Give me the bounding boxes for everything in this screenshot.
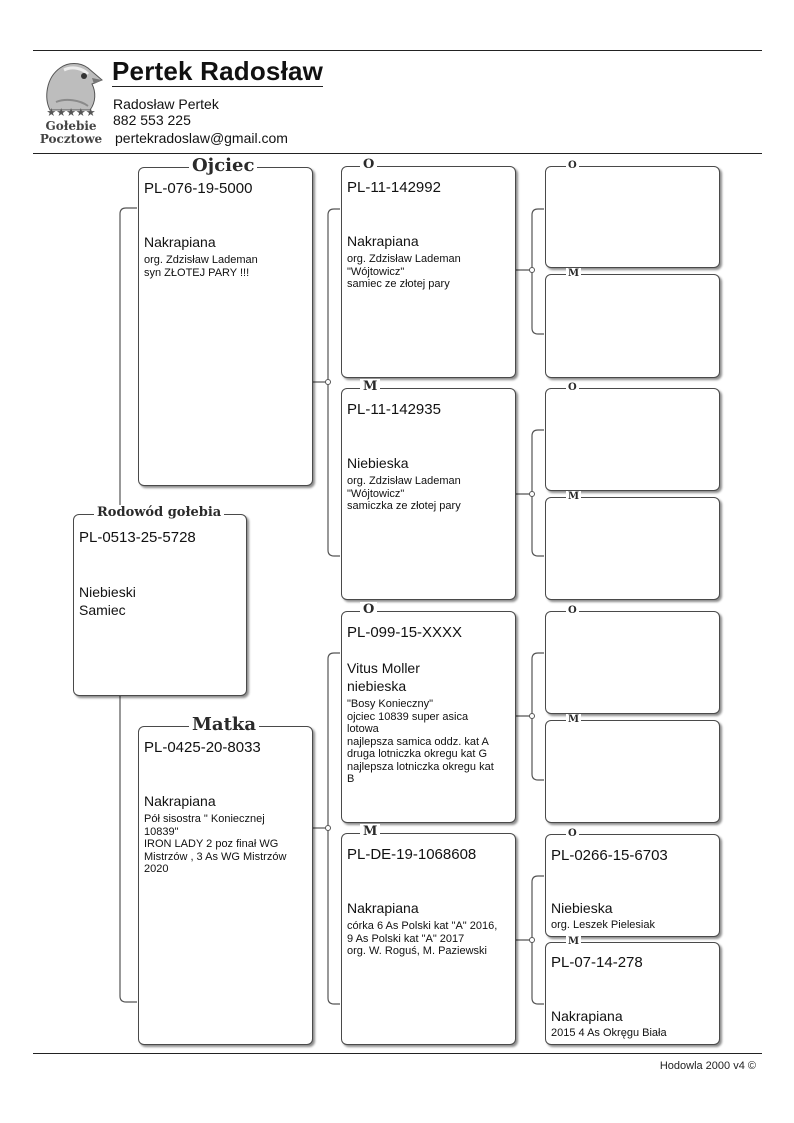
pigeon-head-icon (46, 63, 103, 111)
father-card: Ojciec PL-076-19-5000 Nakrapiana org. Zd… (138, 155, 313, 486)
header-top-rule (33, 50, 762, 51)
great-grandparent-label: M (566, 268, 582, 279)
maternal-grandmother-ring: PL-DE-19-1068608 (347, 846, 477, 863)
great-grandparent-color: Nakrapiana (551, 1008, 623, 1024)
great-grandparent-label: M (566, 714, 582, 725)
maternal-grandfather-label: O (360, 602, 378, 617)
great-grandparent-notes: org. Leszek Pielesiak (551, 919, 655, 931)
great-grandparent-card: O (545, 605, 720, 714)
header-bottom-rule (33, 153, 762, 154)
great-grandparent-color: Niebieska (551, 900, 613, 916)
great-grandparent-card: O (545, 382, 720, 491)
pigeon-ring-number: PL-0513-25-5728 (79, 529, 196, 546)
mother-color: Nakrapiana (144, 793, 216, 809)
paternal-grandmother-label: M (360, 379, 381, 394)
maternal-grandfather-card: O PL-099-15-XXXX Vitus Moller niebieska … (341, 602, 516, 823)
great-grandparent-card: M (545, 714, 720, 823)
great-grandparent-label: O (566, 605, 579, 616)
father-ring-number: PL-076-19-5000 (144, 180, 253, 197)
father-card-label: Ojciec (189, 155, 258, 176)
paternal-grandmother-color: Niebieska (347, 455, 409, 471)
great-grandparent-card: M (545, 491, 720, 600)
great-grandparent-card: M (545, 268, 720, 378)
logo-stars: ★★★★★ (46, 107, 96, 119)
pigeon-color: Niebieski (79, 584, 136, 600)
footer-rule (33, 1053, 762, 1054)
owner-email: pertekradoslaw@gmail.com (115, 130, 288, 146)
great-grandparent-card: O PL-0266-15-6703 Niebieska org. Leszek … (545, 828, 720, 937)
father-notes: org. Zdzisław Lademan syn ZŁOTEJ PARY !!… (144, 254, 258, 279)
mother-ring-number: PL-0425-20-8033 (144, 739, 261, 756)
maternal-grandmother-card: M PL-DE-19-1068608 Nakrapiana córka 6 As… (341, 824, 516, 1045)
maternal-grandmother-label: M (360, 824, 381, 839)
maternal-grandfather-color: Vitus Moller (347, 660, 420, 676)
pigeon-card: Rodowód gołebia PL-0513-25-5728 Niebiesk… (73, 505, 247, 696)
great-grandparent-ring: PL-0266-15-6703 (551, 847, 668, 864)
maternal-grandmother-notes: córka 6 As Polski kat "A" 2016, 9 As Pol… (347, 920, 498, 957)
paternal-grandfather-color: Nakrapiana (347, 233, 419, 249)
great-grandparent-label: O (566, 382, 579, 393)
logo-text-line2: Pocztowe (39, 132, 103, 146)
great-grandparent-label: O (566, 828, 579, 839)
great-grandparent-label: O (566, 160, 579, 171)
paternal-grandmother-ring: PL-11-142935 (347, 401, 441, 418)
pigeon-card-label: Rodowód gołebia (94, 505, 225, 520)
great-grandparent-label: M (566, 936, 582, 947)
owner-phone: 882 553 225 (113, 112, 191, 128)
paternal-grandfather-label: O (360, 157, 378, 172)
logo-text-line1: Gołebie (45, 119, 97, 133)
paternal-grandfather-ring: PL-11-142992 (347, 179, 441, 196)
great-grandparent-label: M (566, 491, 582, 502)
great-grandparent-notes: 2015 4 As Okręgu Biała (551, 1027, 667, 1039)
pigeon-logo: ★★★★★ Gołebie Pocztowe (36, 58, 106, 146)
maternal-grandmother-color: Nakrapiana (347, 900, 419, 916)
owner-title: Pertek Radosław (112, 56, 324, 87)
mother-notes: Pół sisostra " Koniecznej 10839" IRON LA… (144, 813, 287, 875)
maternal-grandfather-color2: niebieska (347, 678, 407, 694)
maternal-grandfather-notes: "Bosy Konieczny" ojciec 10839 super asic… (347, 698, 494, 785)
great-grandparent-card: M PL-07-14-278 Nakrapiana 2015 4 As Okrę… (545, 936, 720, 1045)
mother-card-label: Matka (189, 714, 260, 735)
paternal-grandmother-card: M PL-11-142935 Niebieska org. Zdzisław L… (341, 379, 516, 600)
great-grandparent-ring: PL-07-14-278 (551, 954, 643, 971)
paternal-grandfather-notes: org. Zdzisław Lademan "Wójtowicz" samiec… (347, 253, 461, 290)
mother-card: Matka PL-0425-20-8033 Nakrapiana Pół sis… (138, 714, 313, 1045)
great-grandparent-card: O (545, 160, 720, 268)
father-color: Nakrapiana (144, 234, 216, 250)
paternal-grandfather-card: O PL-11-142992 Nakrapiana org. Zdzisław … (341, 157, 516, 378)
maternal-grandfather-ring: PL-099-15-XXXX (347, 624, 463, 641)
pigeon-sex: Samiec (79, 602, 126, 618)
paternal-grandmother-notes: org. Zdzisław Lademan "Wójtowicz" samicz… (347, 475, 461, 512)
footer-credit: Hodowla 2000 v4 © (659, 1060, 756, 1072)
owner-name: Radosław Pertek (113, 96, 219, 112)
